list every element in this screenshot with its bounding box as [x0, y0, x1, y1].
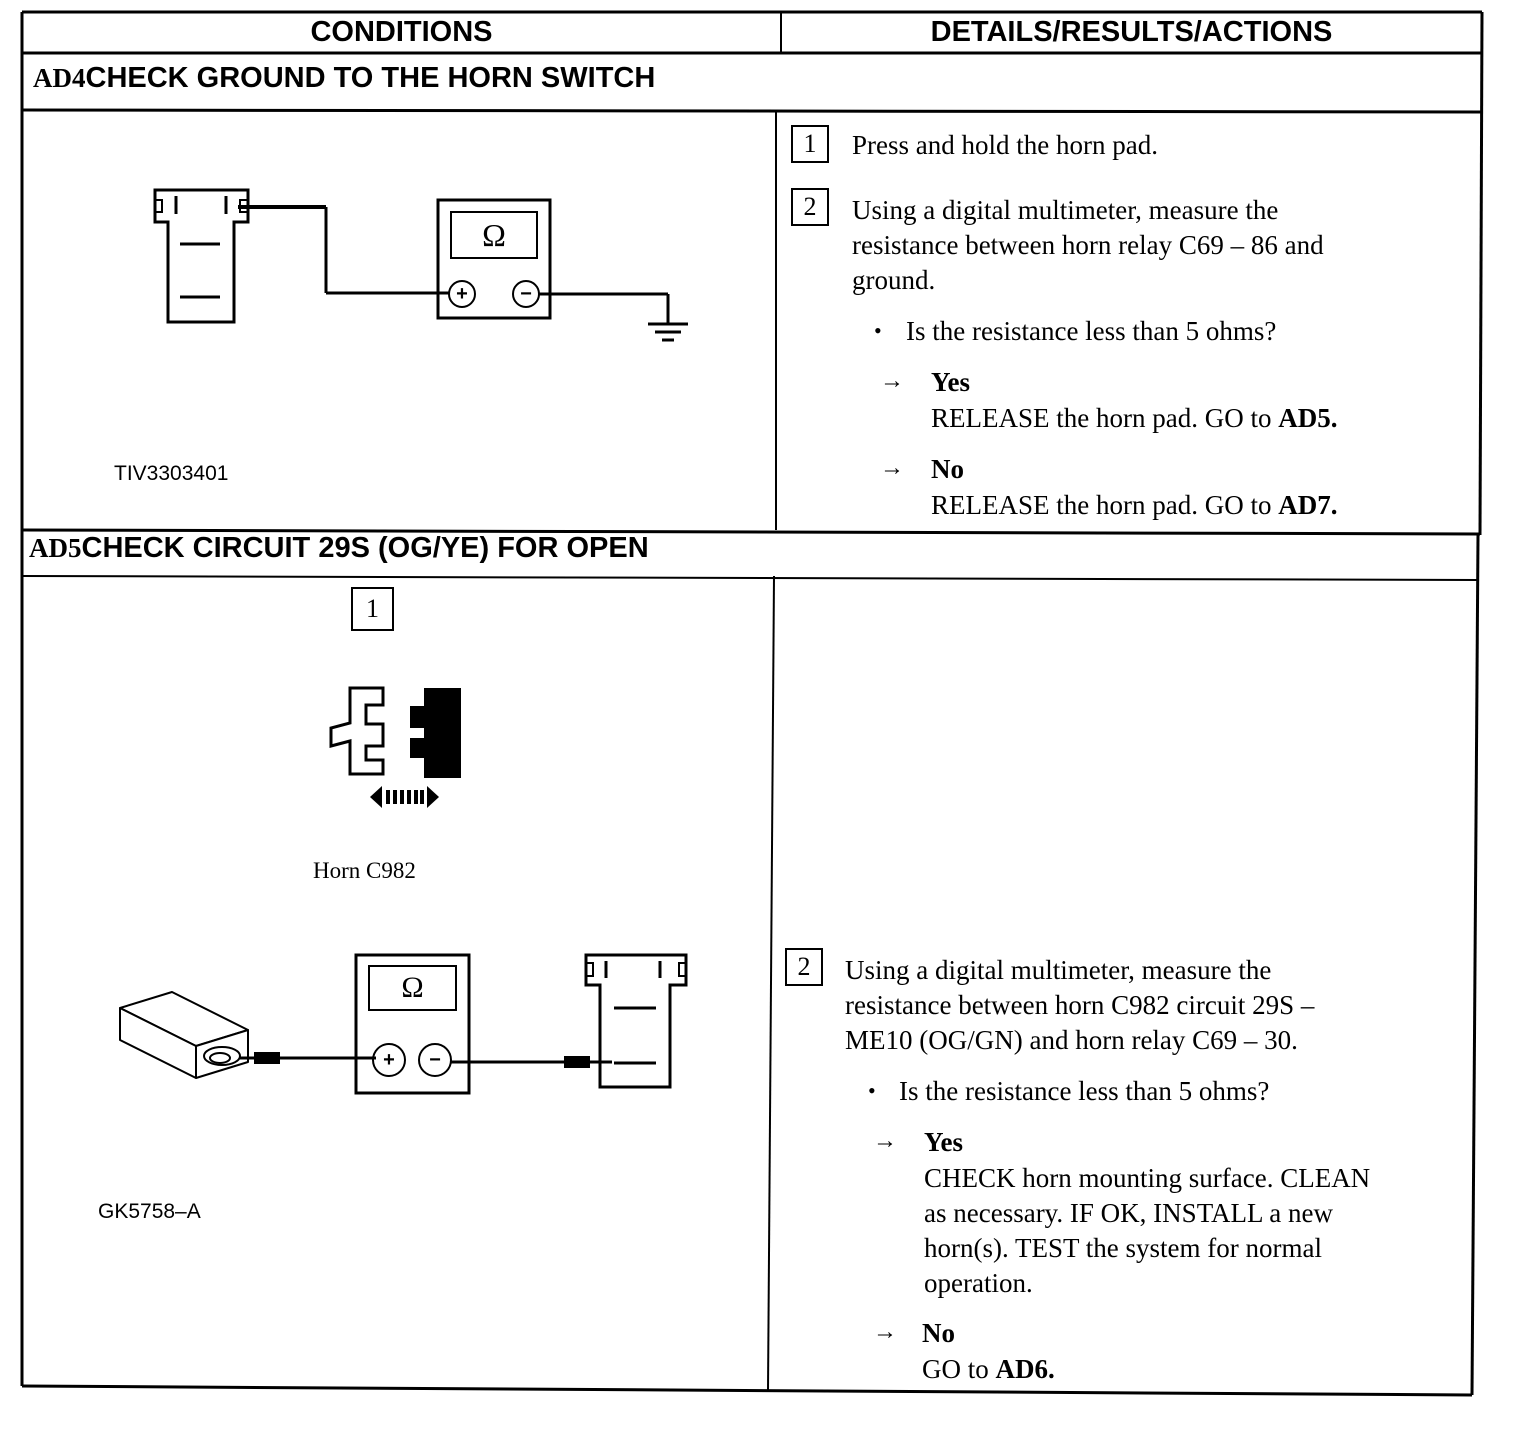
ad4-no-arrow-icon: → — [880, 455, 904, 481]
ad4-code: AD4 — [33, 63, 86, 93]
ad5-bullet-icon: • — [868, 1078, 876, 1103]
ad5-no-arrow-icon: → — [873, 1319, 897, 1345]
ad4-bullet-icon: • — [874, 318, 882, 343]
ad4-section-header: AD4CHECK GROUND TO THE HORN SWITCH — [33, 62, 655, 95]
disconnect-arrow-icon — [370, 786, 439, 808]
column-header-details: DETAILS/RESULTS/ACTIONS — [930, 16, 1333, 48]
ad4-yes-arrow-icon: → — [880, 368, 904, 394]
ad4-yes-label: Yes — [931, 367, 970, 397]
ad4-plus-icon: + — [456, 283, 468, 305]
ad5-step2-text: Using a digital multimeter, measure the … — [845, 953, 1314, 1058]
ad5-yes-line4: operation. — [924, 1268, 1033, 1298]
ad5-figure-id: GK5758–A — [98, 1200, 201, 1223]
ad5-meter-display — [368, 965, 457, 1011]
ad4-step2-number: 2 — [791, 188, 829, 226]
ad5-yes-line3: horn(s). TEST the system for normal — [924, 1233, 1322, 1263]
ad4-step2-line2: resistance between horn relay C69 – 86 a… — [852, 230, 1324, 260]
ad5-yes-arrow-icon: → — [873, 1128, 897, 1154]
ad5-no-action: GO to AD6. — [922, 1352, 1055, 1387]
ad5-meter-minus-terminal — [418, 1043, 452, 1077]
ad5-connector-right-half — [410, 688, 461, 778]
ad4-no-target-link: AD7. — [1278, 490, 1338, 520]
ad5-no-label: No — [922, 1318, 955, 1348]
ground-icon — [648, 322, 688, 342]
ad5-multimeter — [354, 953, 471, 1095]
ad5-step1-number: 1 — [351, 587, 394, 631]
ad5-yes-action: CHECK horn mounting surface. CLEAN as ne… — [924, 1161, 1370, 1301]
ad4-no-text: RELEASE the horn pad. GO to — [931, 490, 1279, 520]
ad4-meter-display — [450, 211, 538, 259]
ad5-step2-line3: ME10 (OG/GN) and horn relay C69 – 30. — [845, 1025, 1298, 1055]
ad4-no-label: No — [931, 454, 964, 484]
ad4-yes-text: RELEASE the horn pad. GO to — [931, 403, 1279, 433]
ad4-step1-number: 1 — [791, 125, 829, 163]
ad4-yes-action: RELEASE the horn pad. GO to AD5. — [931, 401, 1337, 436]
ad5-no-target-link: AD6. — [995, 1354, 1055, 1384]
ad5-yes-label: Yes — [924, 1127, 963, 1157]
ad4-no-action: RELEASE the horn pad. GO to AD7. — [931, 488, 1337, 523]
ad5-title: CHECK CIRCUIT 29S (OG/YE) FOR OPEN — [81, 532, 649, 564]
ad5-question: Is the resistance less than 5 ohms? — [899, 1076, 1270, 1106]
ad5-step2-number: 2 — [785, 948, 823, 986]
ad4-step2-text: Using a digital multimeter, measure the … — [852, 193, 1324, 298]
ad4-step2-line3: ground. — [852, 265, 936, 295]
ad4-relay-connector — [153, 188, 250, 324]
ad5-code: AD5 — [29, 533, 82, 563]
ad5-connector-left-half — [329, 686, 385, 776]
ad4-meter-plus-terminal — [448, 280, 476, 308]
ad4-title: CHECK GROUND TO THE HORN SWITCH — [85, 62, 656, 94]
ad5-yes-line1: CHECK horn mounting surface. CLEAN — [924, 1163, 1371, 1193]
ad4-step2-line1: Using a digital multimeter, measure the — [852, 195, 1279, 225]
ad5-plus-icon: + — [383, 1049, 395, 1071]
ad5-yes-line2: as necessary. IF OK, INSTALL a new — [924, 1198, 1333, 1228]
ad5-connector-label: Horn C982 — [313, 858, 416, 883]
ad4-ohm-icon: Ω — [482, 217, 506, 253]
ad5-no-text: GO to — [922, 1354, 996, 1384]
ad4-figure-id: TIV3303401 — [114, 462, 229, 485]
ad5-step2-line2: resistance between horn C982 circuit 29S… — [845, 990, 1315, 1020]
ad4-yes-target-link: AD5. — [1278, 403, 1338, 433]
ad4-minus-icon: − — [520, 283, 532, 305]
column-header-conditions: CONDITIONS — [310, 16, 493, 48]
ad4-step1-text: Press and hold the horn pad. — [852, 130, 1158, 160]
ad5-ohm-icon: Ω — [401, 971, 424, 1004]
ad4-multimeter — [436, 198, 552, 320]
ad5-meter-plus-terminal — [372, 1043, 406, 1077]
ad5-minus-icon: − — [429, 1049, 441, 1071]
horn-icon — [119, 991, 249, 1079]
ad5-relay-connector — [584, 953, 688, 1089]
ad5-section-header: AD5CHECK CIRCUIT 29S (OG/YE) FOR OPEN — [29, 532, 649, 565]
ad4-question: Is the resistance less than 5 ohms? — [906, 316, 1277, 346]
ad5-step2-line1: Using a digital multimeter, measure the — [845, 955, 1272, 985]
